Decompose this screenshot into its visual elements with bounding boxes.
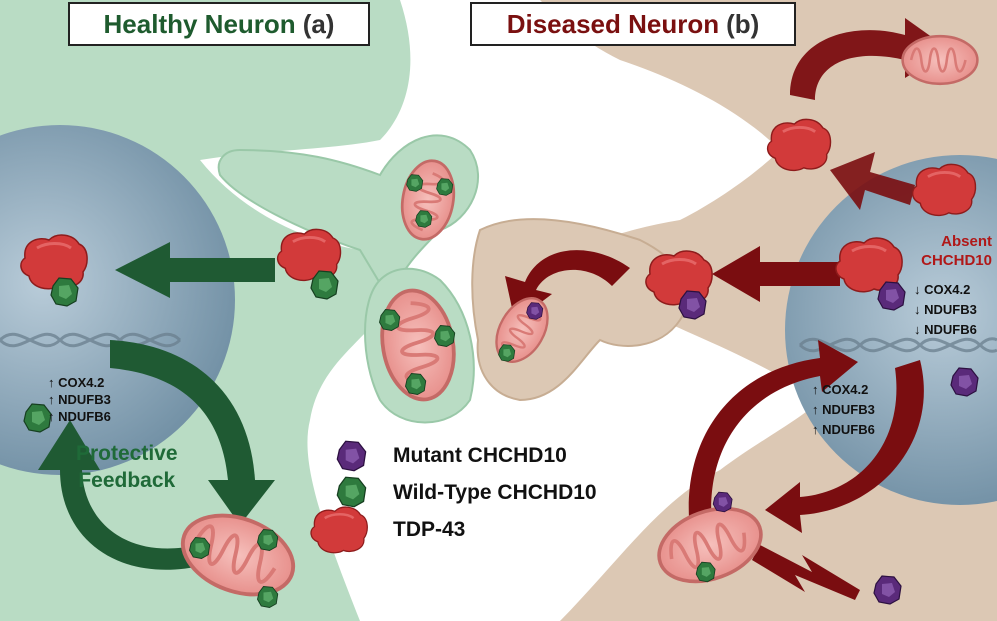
protective-text: Protective (76, 442, 178, 465)
red-arrow-import (712, 246, 840, 302)
legend-tdp43-label: TDP-43 (393, 518, 466, 541)
tdp43-icon (911, 162, 977, 217)
diseased-genes-down: ↓ COX4.2 ↓ NDUFB3 ↓ NDUFB6 (914, 280, 977, 340)
healthy-title-box: Healthy Neuron (a) (68, 2, 370, 46)
green-arrow-feedback-down (110, 340, 275, 525)
feedback-text: Feedback (78, 469, 176, 492)
absent-text: Absent (941, 233, 992, 250)
up-gene-1: ↑ COX4.2 (812, 382, 869, 397)
green-arrow-feedback-up (38, 420, 205, 570)
red-arrow-down-to-mito (765, 360, 924, 533)
tdp43-icon (766, 117, 832, 172)
legend-wild-type-label: Wild-Type CHCHD10 (393, 481, 597, 504)
healthy-gene-list: ↑ COX4.2 ↑ NDUFB3 ↑ NDUFB6 (48, 374, 111, 425)
healthy-title: Healthy Neuron (103, 8, 296, 39)
diseased-dna (798, 337, 997, 353)
healthy-arrows (38, 242, 275, 570)
up-gene-3: ↑ NDUFB6 (812, 422, 875, 437)
protective-feedback-label: Protective Feedback (76, 440, 178, 494)
legend-mutant-label: Mutant CHCHD10 (393, 444, 567, 467)
diseased-nucleus (785, 155, 997, 505)
green-arrow-import (115, 242, 275, 298)
red-arrow-top (790, 18, 950, 100)
up-gene-2: ↑ NDUFB3 (812, 402, 875, 417)
legend-wild-type-icon (336, 476, 367, 508)
diseased-title-box: Diseased Neuron (b) (470, 2, 796, 46)
healthy-gene-1: ↑ COX4.2 (48, 375, 105, 390)
healthy-gene-3: ↑ NDUFB6 (48, 409, 111, 424)
red-arrow-nucleus-to-tdp (830, 152, 915, 210)
absent-chchd10-label: Absent CHCHD10 (906, 232, 992, 270)
tdp43-icon (19, 233, 89, 291)
healthy-gene-2: ↑ NDUFB3 (48, 392, 111, 407)
down-gene-2: ↓ NDUFB3 (914, 302, 977, 317)
diseased-genes-up: ↑ COX4.2 ↑ NDUFB3 ↑ NDUFB6 (812, 380, 875, 440)
diseased-letter: (b) (726, 8, 760, 39)
down-gene-1: ↓ COX4.2 (914, 282, 971, 297)
absent-chchd10-text: CHCHD10 (921, 252, 992, 269)
mitochondrion-diseased-top (901, 34, 979, 86)
healthy-dna (0, 332, 182, 348)
diseased-title: Diseased Neuron (506, 8, 720, 39)
healthy-letter: (a) (302, 8, 335, 39)
damage-lightning-icon (752, 545, 860, 600)
down-gene-3: ↓ NDUFB6 (914, 322, 977, 337)
legend-tdp43-icon (309, 505, 369, 555)
legend-mutant-icon (336, 440, 367, 472)
